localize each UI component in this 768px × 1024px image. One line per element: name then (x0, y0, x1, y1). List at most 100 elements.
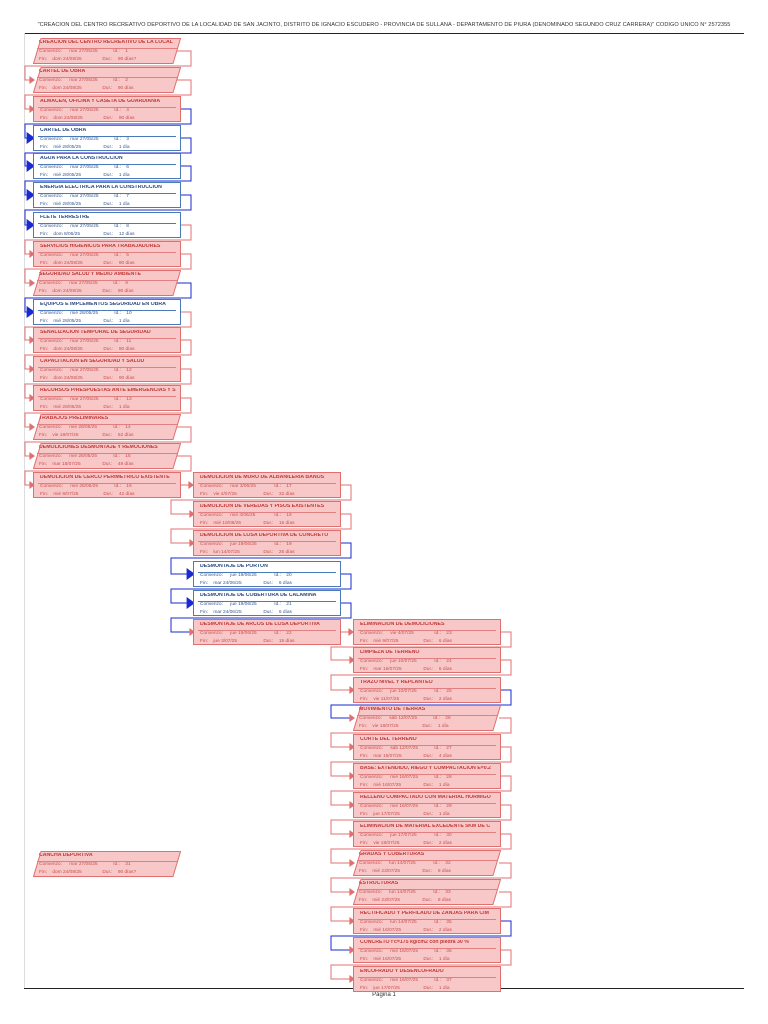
link-arrow (349, 686, 355, 694)
task-separator (37, 452, 177, 454)
task-separator (198, 629, 336, 631)
task-separator (357, 714, 497, 716)
task-id: 27 (446, 746, 452, 751)
task-end: lun 14/07/25 (213, 550, 240, 555)
task-node[interactable]: RECTIFICADO Y PERFILADO DE ZANJAS PARA C… (353, 908, 501, 934)
dur-label: Dur.: (103, 173, 114, 178)
task-duration: 90 días (118, 376, 135, 381)
start-label: Comienzo: (360, 746, 383, 751)
summary-shape (33, 443, 181, 469)
task-end: mié 28/05/25 (53, 202, 82, 207)
id-label: Id.: (114, 397, 121, 402)
task-node[interactable]: RECURSOS P/RESPUESTAS ANTE EMERGENCIAS Y… (33, 385, 181, 411)
task-name: CORTE DEL TERRENO (360, 737, 417, 742)
end-label: Fin: (360, 841, 368, 846)
task-node[interactable]: DEMOLICION DE CERCO PERIMETRICO EXISTENT… (33, 472, 181, 498)
summary-shape (33, 270, 181, 296)
task-id: 14 (125, 425, 131, 430)
id-label: Id.: (274, 542, 281, 547)
id-label: Id.: (114, 165, 121, 170)
task-id: 36 (446, 949, 452, 954)
task-node[interactable]: DEMOLICION DE LOSA DEPORTIVA DE CONCRETO… (193, 530, 341, 556)
dur-label: Dur.: (423, 697, 434, 702)
id-label: Id.: (114, 224, 121, 229)
task-start: mié 16/07/25 (390, 949, 419, 954)
task-start: mar 27/05/25 (70, 137, 99, 142)
task-node[interactable]: ENERGIA ELECTRICA PARA LA CONSTRUCCION Co… (33, 182, 181, 208)
task-name: ENCOFRADO Y DESENCOFRADO (360, 969, 444, 974)
task-node[interactable]: BASE: EXTENDIDO, RIEGO Y COMPACTACION E=… (353, 763, 501, 789)
task-separator (198, 511, 336, 513)
task-end: mié 9/07/25 (53, 492, 79, 497)
task-name: ENERGIA ELECTRICA PARA LA CONSTRUCCION (40, 185, 162, 190)
link-arrow (29, 76, 35, 84)
task-id: 24 (446, 659, 452, 664)
link-arrow (29, 452, 35, 460)
task-node[interactable]: CREACION DEL CENTRO RECREATIVO DE LA LOC… (33, 38, 181, 64)
task-start: jue 17/07/25 (390, 833, 417, 838)
id-label: Id.: (114, 339, 121, 344)
task-start: mar 27/05/25 (70, 108, 99, 113)
summary-shape (33, 67, 181, 93)
dur-label: Dur.: (102, 870, 113, 875)
link-arrow (26, 306, 35, 318)
link-arrow (29, 481, 35, 489)
task-node[interactable]: ELIMINACION DE MATERIAL EXCEDENTE 5KM DE… (353, 821, 501, 847)
link-line (330, 891, 512, 922)
task-node[interactable]: CONCRETO f'c=175 kg/cm2 con piedra 30 %C… (353, 937, 501, 963)
end-label: Fin: (40, 376, 48, 381)
end-label: Fin: (200, 581, 208, 586)
task-start: mié 16/07/25 (390, 775, 419, 780)
link-arrow (29, 105, 35, 113)
start-label: Comienzo: (360, 833, 383, 838)
task-duration: 90 días (118, 116, 135, 121)
task-separator (358, 773, 496, 775)
header-rule (24, 33, 744, 34)
task-id: 30 (446, 833, 452, 838)
task-node[interactable]: DEMOLICION DE VEREDAS Y PISOS EXISTENTES… (193, 501, 341, 527)
link-line (24, 253, 192, 284)
task-separator (358, 918, 496, 920)
task-separator (37, 76, 177, 78)
link-arrow (189, 510, 195, 518)
task-name: ELIMINACION DE MATERIAL EXCEDENTE 5KM DE… (360, 824, 491, 829)
start-label: Comienzo: (40, 194, 63, 199)
task-end: mié 28/05/25 (53, 173, 82, 178)
